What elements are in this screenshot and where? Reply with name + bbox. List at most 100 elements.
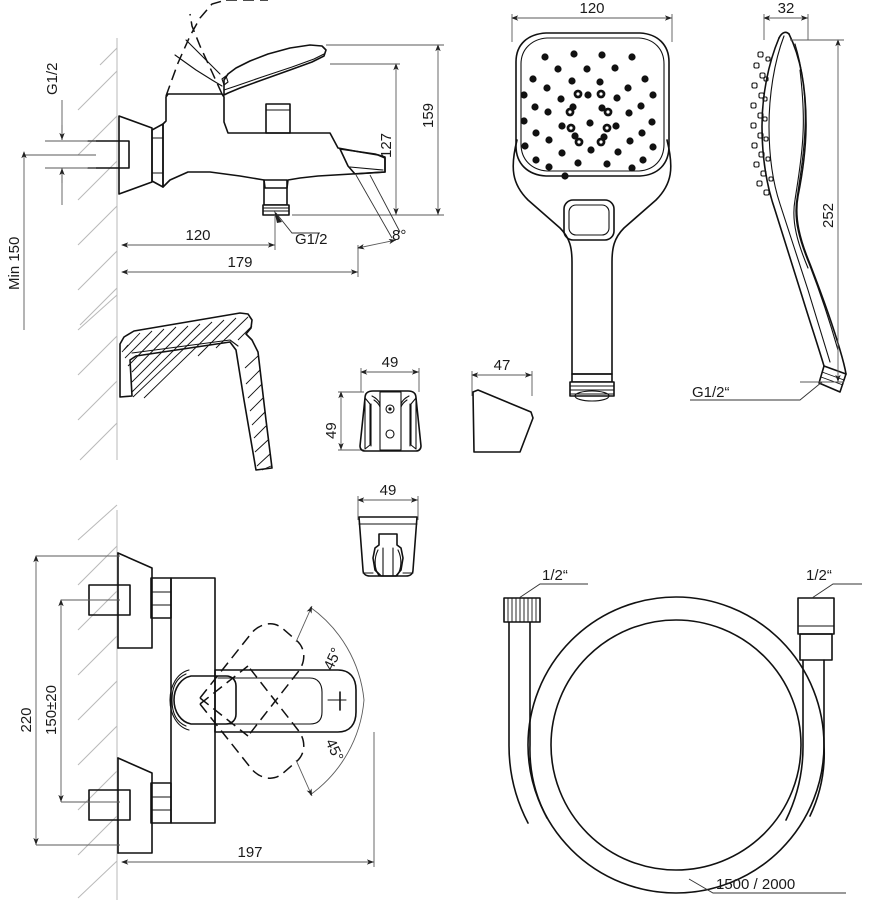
view-mixer-side: G1/2 Min 150 127 159 120 <box>6 0 444 330</box>
dim-label-head-width: 120 <box>579 0 604 17</box>
lever-dashed-down <box>199 665 305 779</box>
leader-hose-length: 1500 / 2000 <box>688 876 846 894</box>
dim-shower-length-252: 252 <box>790 39 844 383</box>
lever-handle-underline <box>223 53 325 91</box>
lever-handle-alt-position <box>165 0 227 97</box>
shower-head-faceplate-inner <box>520 37 665 172</box>
dim-197: 197 <box>121 732 375 867</box>
dim-bracket-height-49: 49 <box>323 391 364 451</box>
dim-220: 220 <box>18 555 120 846</box>
dim-label-127: 127 <box>378 133 395 158</box>
spray-nozzle-ring-group <box>565 89 613 147</box>
dim-159: 159 <box>326 44 444 216</box>
lever-handle-alt-facet-2 <box>185 39 221 75</box>
lever-section-inner-edge <box>131 339 239 354</box>
shower-side-top-cap <box>778 31 790 39</box>
leader-arrow-outlet <box>274 210 282 223</box>
bracket-cradle-arm-right <box>400 395 410 405</box>
leader-8-degree: 8° <box>355 174 406 250</box>
bracket-screw-hole-bottom <box>385 429 395 439</box>
bracket-screw-hole-top-center <box>388 407 392 411</box>
mixer-front-lever <box>173 675 237 725</box>
dim-label-g12-outlet: G1/2 <box>295 231 328 248</box>
dim-label-45-lower: 45° <box>322 736 347 764</box>
wall-hatching-bottom <box>77 504 118 900</box>
leader-hose-right: 1/2“ <box>806 567 862 599</box>
dim-label-hose-left: 1/2“ <box>542 567 568 584</box>
hose-coil-outer <box>527 596 825 894</box>
view-mixer-front: 45° 45° 220 150±20 197 <box>18 504 375 900</box>
dim-label-bracket-depth: 47 <box>494 357 511 374</box>
lever-dashed-down-close <box>199 665 249 705</box>
spout-tip <box>339 148 386 175</box>
mode-button <box>563 199 615 241</box>
mixer-front-spout-inner <box>217 677 323 725</box>
lever-pivot-detail <box>221 75 229 86</box>
dim-label-holder-width: 49 <box>380 482 397 499</box>
view-bracket-side: 47 <box>471 357 534 453</box>
dim-label-159: 159 <box>420 103 437 128</box>
dim-head-width-120: 120 <box>511 0 673 42</box>
shower-side-back-edge <box>788 33 847 375</box>
wall-hatching-lever <box>77 294 118 461</box>
shower-outlet-boss <box>263 179 288 206</box>
bracket-holder-curve-left <box>374 549 380 577</box>
dim-label-8-degree: 8° <box>392 227 406 244</box>
lever-dashed-up <box>199 623 305 737</box>
mode-button-inner <box>568 204 610 236</box>
hex-nut-inlet <box>151 123 164 188</box>
bracket-holder-body <box>358 516 418 577</box>
arc-45-lower <box>309 699 365 796</box>
arc-45-upper-radius-line <box>295 605 313 643</box>
view-hose: 1/2“ 1/2“ 1500 / 2000 <box>503 567 862 894</box>
dim-127: 127 <box>292 63 400 216</box>
hose-connector-right-lower <box>799 633 833 661</box>
dim-label-150-pm-20: 150±20 <box>43 685 60 735</box>
dim-label-min-150: Min 150 <box>6 237 23 290</box>
dim-label-bracket-height: 49 <box>323 422 340 439</box>
bracket-cradle-inner-right <box>400 399 408 408</box>
escutcheon-cone <box>118 115 153 195</box>
dim-label-hose-length: 1500 / 2000 <box>716 876 795 893</box>
dim-label-45-upper: 45° <box>320 645 345 673</box>
bracket-side-profile <box>472 389 534 453</box>
view-lever-detail <box>77 294 273 471</box>
mixer-front-lever-outline-2 <box>169 669 190 731</box>
dim-label-g12-inlet: G1/2 <box>44 62 61 95</box>
hose-leg-right-inner <box>809 659 826 817</box>
leader-g12-outlet: G1/2 <box>274 210 328 248</box>
bracket-cradle-inner-left <box>373 399 381 408</box>
shower-head-faceplate <box>515 32 670 177</box>
leader-hose-left: 1/2“ <box>518 567 588 599</box>
dim-bracket-depth-47: 47 <box>471 357 533 396</box>
shower-side-nozzle-bumps <box>750 51 774 196</box>
section-hatching-lever <box>121 316 272 471</box>
dim-179: 179 <box>121 245 359 277</box>
bracket-cradle-arm-left <box>371 395 381 405</box>
shower-side-mid-line-1 <box>768 35 831 363</box>
dim-label-120: 120 <box>185 227 210 244</box>
dim-label-head-thickness: 32 <box>778 0 795 17</box>
bracket-holder-slot <box>372 533 404 577</box>
bracket-front-left-face <box>364 397 371 450</box>
bracket-holder-curve-right <box>396 549 402 577</box>
bracket-front-right-face <box>410 397 417 450</box>
inlet-pipe-lower <box>88 789 131 821</box>
hose-connector-left-nut <box>503 597 541 623</box>
dim-holder-width-49: 49 <box>357 482 419 520</box>
inlet-pipe-stub <box>87 140 130 169</box>
mixer-front-body <box>170 577 216 824</box>
lever-section-outline <box>119 312 273 471</box>
leader-shower-thread: G1/2“ <box>690 381 823 401</box>
view-bracket-holder: 49 <box>357 482 419 577</box>
hose-leg-left-outer <box>508 621 529 824</box>
escutcheon-lower <box>117 757 153 854</box>
hose-connector-right-sleeve <box>797 597 835 635</box>
dim-g12-inlet: G1/2 <box>24 62 96 205</box>
mixer-front-lever-outline-3 <box>171 673 187 727</box>
diverter-knob <box>265 103 291 134</box>
hose-coil-inner <box>550 619 802 871</box>
mixer-body-outline <box>162 93 386 189</box>
dim-min-150: Min 150 <box>6 151 27 330</box>
